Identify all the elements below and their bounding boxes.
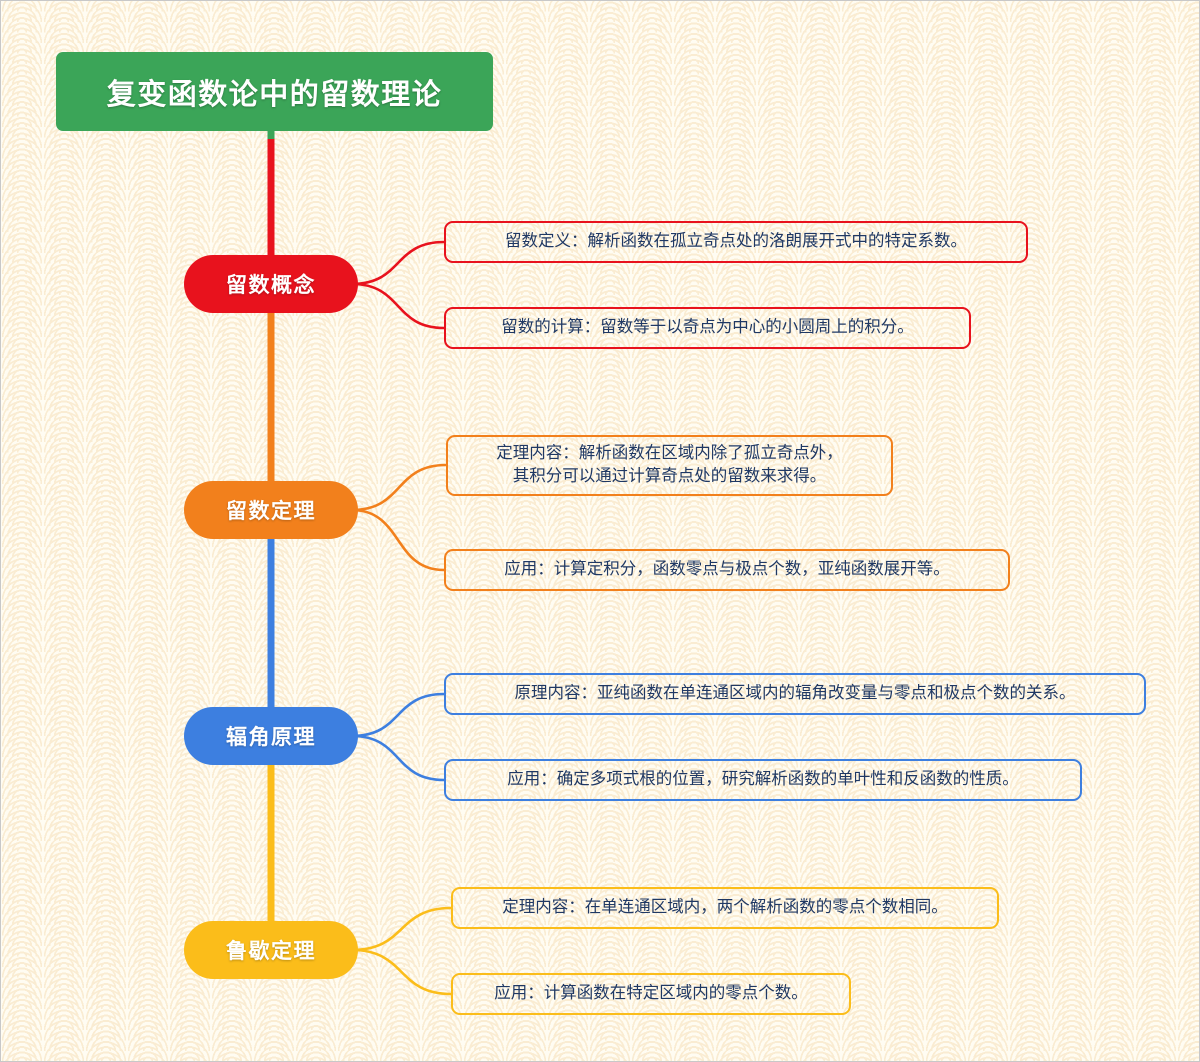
- branch-node-rouche-theorem[interactable]: 鲁歇定理: [184, 921, 358, 979]
- leaf-node-residue-computation[interactable]: 留数的计算：留数等于以奇点为中心的小圆周上的积分。: [444, 307, 971, 349]
- root-title-node[interactable]: 复变函数论中的留数理论: [56, 52, 493, 131]
- branch-node-argument-principle[interactable]: 辐角原理: [184, 707, 358, 765]
- leaf-node-rouche-content[interactable]: 定理内容：在单连通区域内，两个解析函数的零点个数相同。: [451, 887, 999, 929]
- leaf-node-principle-content[interactable]: 原理内容：亚纯函数在单连通区域内的辐角改变量与零点和极点个数的关系。: [444, 673, 1146, 715]
- branch-node-residue-concept[interactable]: 留数概念: [184, 255, 358, 313]
- leaf-node-theorem-content[interactable]: 定理内容：解析函数在区域内除了孤立奇点外， 其积分可以通过计算奇点处的留数来求得…: [446, 435, 893, 496]
- leaf-node-residue-definition[interactable]: 留数定义：解析函数在孤立奇点处的洛朗展开式中的特定系数。: [444, 221, 1028, 263]
- branch-node-residue-theorem[interactable]: 留数定理: [184, 481, 358, 539]
- leaf-node-rouche-application[interactable]: 应用：计算函数在特定区域内的零点个数。: [451, 973, 851, 1015]
- leaf-node-principle-application[interactable]: 应用：确定多项式根的位置，研究解析函数的单叶性和反函数的性质。: [444, 759, 1082, 801]
- leaf-node-theorem-application[interactable]: 应用：计算定积分，函数零点与极点个数，亚纯函数展开等。: [444, 549, 1010, 591]
